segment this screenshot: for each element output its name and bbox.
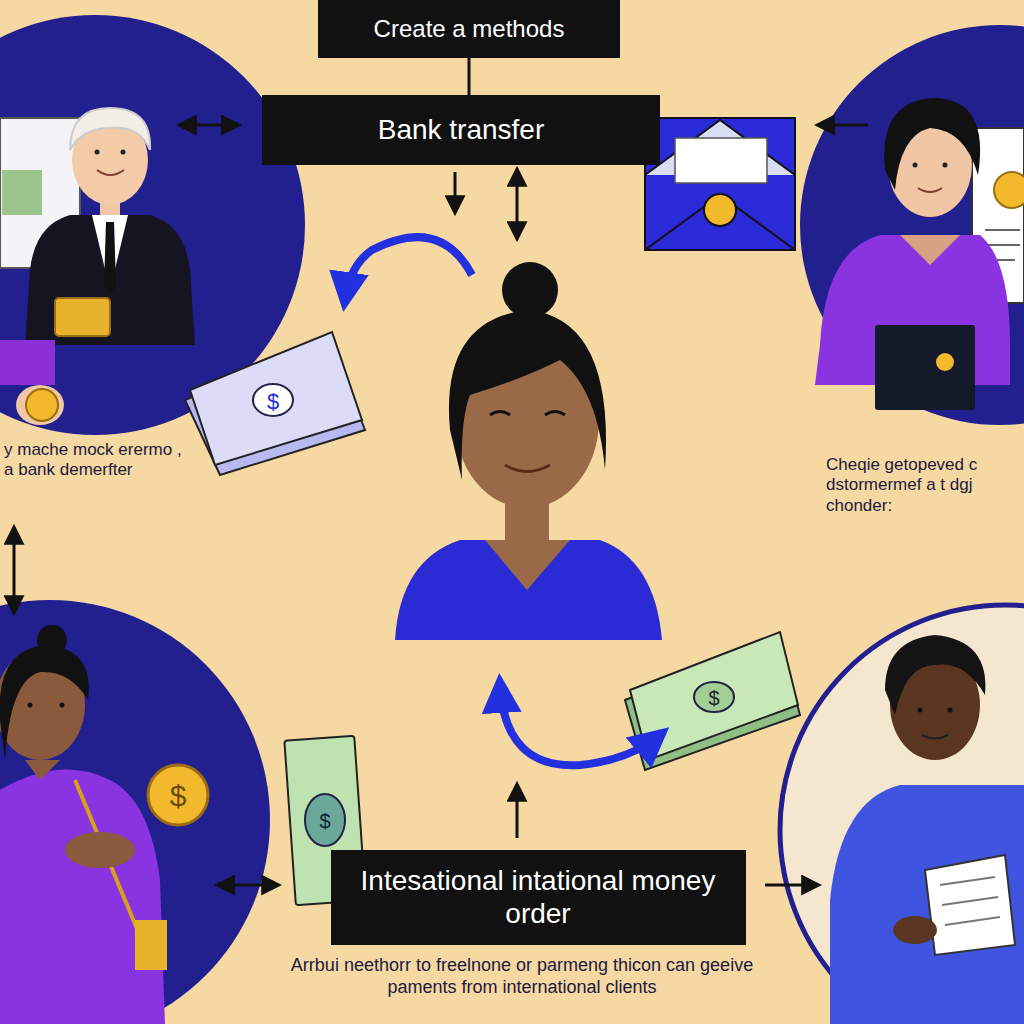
note-label: y mache mock erermo , a bank demerfter	[4, 440, 184, 481]
svg-text:$: $	[319, 810, 330, 832]
svg-text:$: $	[170, 779, 187, 812]
note-label: Cheqie getopeved c dstormermef a t dgj c…	[826, 455, 1020, 516]
band-node: Intesational intational money order	[331, 850, 746, 945]
band-text: Create a methods	[374, 15, 565, 43]
curved-arrows	[345, 237, 660, 765]
money-stacks: $ $ $	[185, 332, 800, 905]
recipient-scene	[780, 605, 1024, 1024]
band-node: Bank transfer	[262, 95, 660, 165]
band-text: Intesational intational money order	[351, 865, 726, 929]
svg-text:$: $	[708, 687, 719, 709]
band-text: Bank transfer	[378, 114, 545, 146]
sender-scene: $	[0, 600, 270, 1024]
freelancer-figure	[395, 262, 662, 640]
cheque-scene	[800, 25, 1024, 425]
caption-text-text: Arrbui neethorr to freelnone or parmeng …	[291, 955, 753, 997]
connector-line	[468, 58, 471, 95]
note-label-text: y mache mock erermo , a bank demerfter	[4, 440, 182, 479]
svg-text:$: $	[267, 389, 279, 414]
caption-text: Arrbui neethorr to freelnone or parmeng …	[262, 955, 782, 998]
envelope-icon	[645, 118, 795, 250]
flow-arrows	[14, 125, 868, 885]
note-label-text: Cheqie getopeved c dstormermef a t dgj c…	[826, 455, 977, 515]
band-node: Create a methods	[318, 0, 620, 58]
